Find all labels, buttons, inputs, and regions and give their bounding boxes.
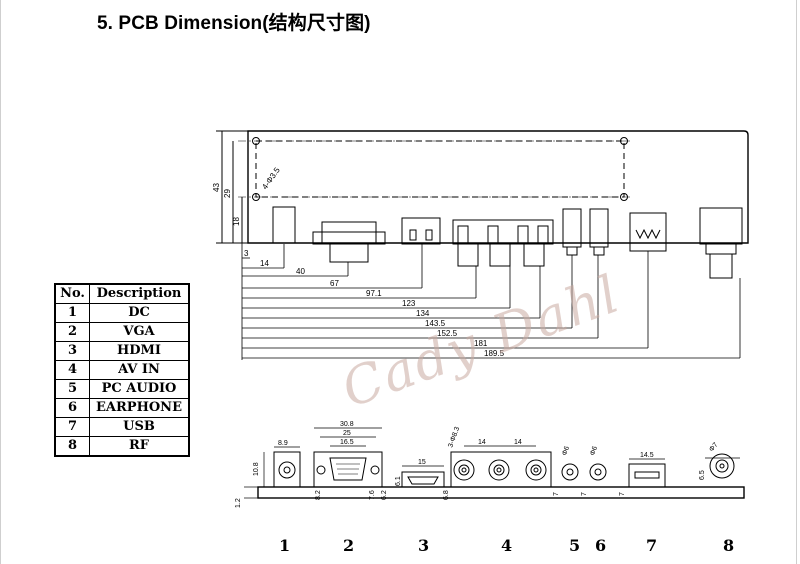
port-number-5: 5 (569, 536, 581, 555)
dim-height-43: 43 (212, 183, 221, 192)
top-view (216, 130, 749, 360)
row-no: 2 (54, 322, 90, 342)
dim-audio-height: 7 (553, 492, 560, 496)
dim-hdmi-width: 15 (418, 459, 426, 466)
row-description: AV IN (89, 360, 190, 380)
row-description: EARPHONE (89, 398, 190, 418)
row-no: 7 (54, 417, 90, 437)
dim-audio-diameter: Φ6 (561, 445, 571, 456)
dim-av-spacing-1: 14 (478, 439, 486, 446)
row-description: HDMI (89, 341, 190, 361)
table-header-row: No. Description (54, 283, 190, 304)
dim-rf-diameter: Φ7 (708, 441, 720, 453)
dim-vga-depth: 7.6 (369, 490, 376, 500)
row-no: 4 (54, 360, 90, 380)
dim-dc-height: 10.8 (253, 462, 260, 476)
row-description: DC (89, 303, 190, 323)
dim-height-29: 29 (223, 189, 232, 198)
port-number-2: 2 (343, 536, 355, 555)
row-no: 8 (54, 436, 90, 457)
dim-usb-width: 14.5 (640, 452, 654, 459)
dim-vga-inner: 16.5 (340, 439, 354, 446)
dim-vga-offset: 6.2 (381, 490, 388, 500)
dim-hole-label: 4-Φ3.5 (260, 165, 282, 191)
dim-offset-67: 67 (330, 279, 339, 288)
dim-av-diameter: 3-Φ8.3 (447, 426, 461, 449)
dim-height-18: 18 (232, 217, 241, 226)
dim-vga-mid: 25 (343, 430, 351, 437)
dim-usb-height: 7 (619, 492, 626, 496)
dim-offset-14: 14 (260, 259, 269, 268)
dim-dc-width: 8.9 (278, 440, 288, 447)
row-no: 6 (54, 398, 90, 418)
header-no: No. (54, 283, 90, 304)
header-description: Description (89, 283, 190, 304)
front-view (244, 427, 745, 499)
row-no: 3 (54, 341, 90, 361)
dim-offset-189: 189.5 (484, 349, 505, 358)
dim-offset-152: 152.5 (437, 329, 458, 338)
section-heading: 5. PCB Dimension(结构尺寸图) (97, 13, 371, 34)
dim-hdmi-height: 6.1 (395, 476, 402, 486)
port-number-3: 3 (418, 536, 430, 555)
dim-av-spacing-2: 14 (514, 439, 522, 446)
page-border-right (796, 0, 797, 564)
port-number-6: 6 (595, 536, 607, 555)
dim-offset-123: 123 (402, 299, 416, 308)
port-number-1: 1 (279, 536, 291, 555)
dim-offset-181: 181 (474, 339, 488, 348)
dim-offset-134: 134 (416, 309, 430, 318)
port-number-8: 8 (723, 536, 735, 555)
page-border-left (0, 0, 1, 564)
row-description: USB (89, 417, 190, 437)
dim-hdmi-offset: 6.8 (443, 490, 450, 500)
row-description: VGA (89, 322, 190, 342)
port-number-7: 7 (646, 536, 658, 555)
dim-earphone-height: 7 (581, 492, 588, 496)
row-no: 5 (54, 379, 90, 399)
row-no: 1 (54, 303, 90, 323)
dim-rf-height: 6.5 (699, 470, 706, 480)
dim-offset-40: 40 (296, 267, 305, 276)
dim-offset-143: 143.5 (425, 319, 446, 328)
dim-offset-3: 3 (244, 249, 249, 258)
row-description: RF (89, 436, 190, 457)
dim-vga-height: 8.2 (315, 490, 322, 500)
row-description: PC AUDIO (89, 379, 190, 399)
port-number-4: 4 (501, 536, 513, 555)
dim-earphone-diameter: Φ6 (589, 445, 599, 456)
dim-offset-97: 97.1 (366, 289, 382, 298)
dim-vga-outer: 30.8 (340, 421, 354, 428)
dim-board-thickness: 1.2 (235, 498, 242, 508)
